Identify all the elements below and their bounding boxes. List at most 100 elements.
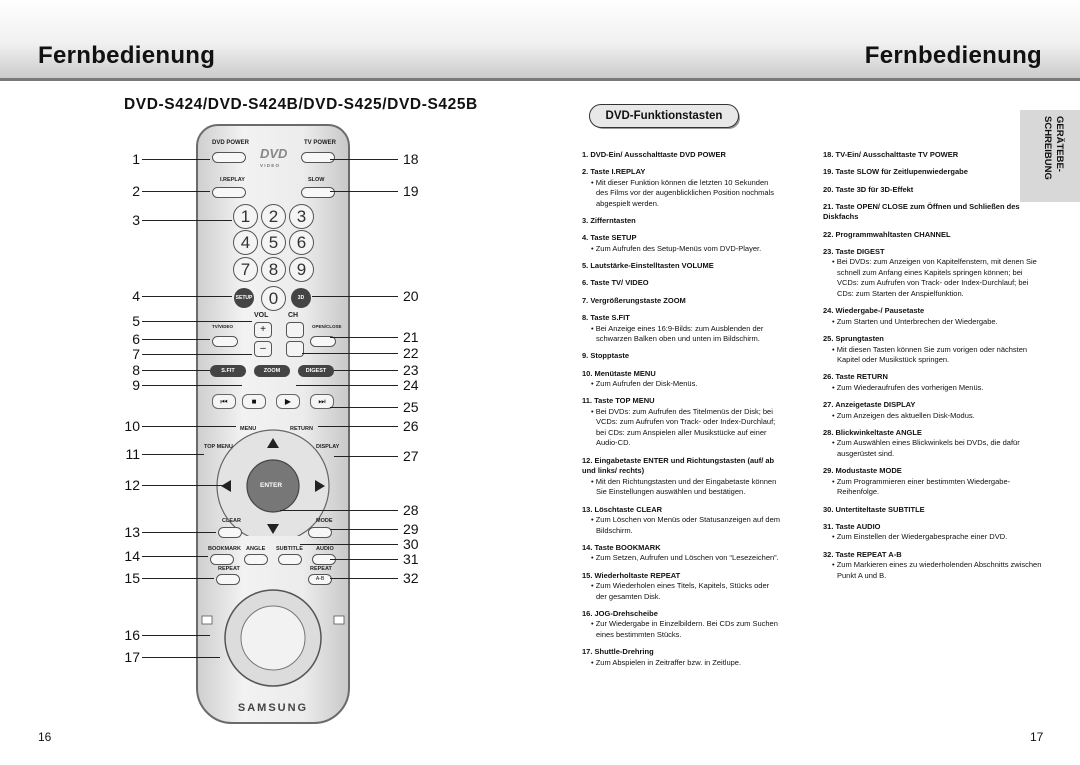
section-title: DVD-Funktionstasten bbox=[589, 104, 739, 128]
callout-line bbox=[330, 559, 398, 560]
callout-2: 2 bbox=[132, 183, 140, 199]
callout-line bbox=[142, 354, 252, 355]
function-description: • Zum Starten und Unterbrechen der Wiede… bbox=[832, 316, 998, 326]
callout-line bbox=[142, 321, 252, 322]
function-description: • Bei DVDs: zum Anzeigen von Kapitelfens… bbox=[832, 257, 1037, 298]
callout-line bbox=[142, 385, 242, 386]
remote-control-illustration: DVD POWER TV POWER DVD V I D E O I.REPLA… bbox=[196, 124, 350, 724]
callout-line bbox=[280, 510, 398, 511]
stop-button: ■ bbox=[242, 394, 266, 409]
function-description: • Zum Wiederholen eines Titels, Kapitels… bbox=[591, 581, 770, 601]
callout-6: 6 bbox=[132, 331, 140, 347]
function-item: 9. Stopptaste bbox=[582, 351, 782, 362]
callout-line bbox=[330, 337, 398, 338]
function-heading: 4. Taste SETUP bbox=[582, 233, 637, 243]
mode-label: MODE bbox=[316, 518, 333, 524]
digit-0-button: 0 bbox=[261, 286, 286, 311]
function-description: • Mit den Richtungstasten und der Eingab… bbox=[591, 476, 777, 497]
function-heading: 8. Taste S.FIT bbox=[582, 313, 630, 323]
function-item: 8. Taste S.FIT• Bei Anzeige eines 16:9-B… bbox=[582, 313, 782, 345]
callout-26: 26 bbox=[403, 418, 419, 434]
callout-17: 17 bbox=[124, 649, 140, 665]
zoom-button: ZOOM bbox=[254, 365, 290, 377]
subtitle-button bbox=[278, 554, 302, 565]
callout-line bbox=[142, 191, 210, 192]
callout-line bbox=[142, 657, 220, 658]
function-heading: 29. Modustaste MODE bbox=[823, 466, 902, 476]
audio-label: AUDIO bbox=[316, 546, 334, 552]
callout-5: 5 bbox=[132, 313, 140, 329]
function-heading: 26. Taste RETURN bbox=[823, 372, 888, 382]
function-item: 27. Anzeigetaste DISPLAY• Zum Anzeigen d… bbox=[823, 400, 1045, 421]
function-description: • Mit dieser Funktion können die letzten… bbox=[591, 177, 775, 208]
callout-31: 31 bbox=[403, 551, 419, 567]
callout-line bbox=[334, 456, 398, 457]
digit-3-button: 3 bbox=[289, 204, 314, 229]
function-item: 1. DVD-Ein/ Ausschalttaste DVD POWER bbox=[582, 150, 782, 161]
bookmark-button bbox=[210, 554, 234, 565]
angle-button bbox=[244, 554, 268, 565]
right-page-number: 17 bbox=[1030, 730, 1044, 744]
repeat-ab-button: A-B bbox=[308, 574, 332, 585]
function-item: 3. Zifferntasten bbox=[582, 216, 782, 227]
callout-9: 9 bbox=[132, 377, 140, 393]
function-description: • Zum Setzen, Aufrufen und Löschen von “… bbox=[591, 553, 779, 563]
callout-line bbox=[142, 370, 210, 371]
digit-7-button: 7 bbox=[233, 257, 258, 282]
function-description: • Zum Auswählen eines Blickwinkels bei D… bbox=[832, 438, 1020, 458]
tv-video-label: TV/VIDEO bbox=[212, 324, 234, 329]
subtitle-label: SUBTITLE bbox=[276, 546, 303, 552]
callout-line bbox=[318, 426, 398, 427]
left-page-title: Fernbedienung bbox=[38, 42, 216, 69]
return-label: RETURN bbox=[290, 426, 313, 432]
callout-line bbox=[312, 296, 398, 297]
callout-line bbox=[142, 635, 210, 636]
side-tab-line1: GERÄTEBE- bbox=[1054, 116, 1065, 172]
function-item: 12. Eingabetaste ENTER und Richtungstast… bbox=[582, 456, 782, 498]
callout-18: 18 bbox=[403, 151, 419, 167]
function-heading: 25. Sprungtasten bbox=[823, 334, 884, 344]
function-item: 16. JOG-Drehscheibe• Zur Wiedergabe in E… bbox=[582, 609, 782, 641]
menu-label: MENU bbox=[240, 426, 257, 432]
function-item: 2. Taste I.REPLAY• Mit dieser Funktion k… bbox=[582, 167, 782, 209]
digit-4-button: 4 bbox=[233, 230, 258, 255]
callout-16: 16 bbox=[124, 627, 140, 643]
function-heading: 7. Vergrößerungstaste ZOOM bbox=[582, 295, 686, 305]
digit-2-button: 2 bbox=[261, 204, 286, 229]
channel-up-button bbox=[286, 322, 304, 338]
tv-power-button bbox=[301, 152, 335, 163]
callout-line bbox=[142, 159, 210, 160]
repeat-label: REPEAT bbox=[218, 566, 240, 572]
clear-label: CLEAR bbox=[222, 518, 241, 524]
dvd-power-button bbox=[212, 152, 246, 163]
function-item: 7. Vergrößerungstaste ZOOM bbox=[582, 296, 782, 307]
callout-line bbox=[142, 220, 232, 221]
function-item: 29. Modustaste MODE• Zum Programmieren e… bbox=[823, 466, 1045, 498]
digit-6-button: 6 bbox=[289, 230, 314, 255]
function-item: 26. Taste RETURN• Zum Wiederaufrufen des… bbox=[823, 372, 1045, 393]
callout-line bbox=[302, 353, 398, 354]
function-heading: 17. Shuttle-Drehring bbox=[582, 647, 654, 657]
header-rule bbox=[0, 78, 1080, 81]
open-close-button bbox=[310, 336, 336, 347]
callout-7: 7 bbox=[132, 346, 140, 362]
function-description: • Bei DVDs: zum Aufrufen des Titelmenüs … bbox=[591, 406, 776, 448]
callout-line bbox=[142, 485, 226, 486]
side-tab-line2: SCHREIBUNG bbox=[1042, 116, 1053, 180]
callout-30: 30 bbox=[403, 536, 419, 552]
function-heading: 23. Taste DIGEST bbox=[823, 246, 885, 256]
function-heading: 16. JOG-Drehscheibe bbox=[582, 608, 658, 618]
function-heading: 22. Programmwahltasten CHANNEL bbox=[823, 229, 951, 239]
function-item: 23. Taste DIGEST• Bei DVDs: zum Anzeigen… bbox=[823, 247, 1045, 300]
function-item: 6. Taste TV/ VIDEO bbox=[582, 278, 782, 289]
dvd-power-label: DVD POWER bbox=[212, 140, 250, 146]
display-label: DISPLAY bbox=[316, 444, 340, 450]
function-heading: 1. DVD-Ein/ Ausschalttaste DVD POWER bbox=[582, 150, 726, 159]
function-heading: 28. Blickwinkeltaste ANGLE bbox=[823, 427, 922, 437]
function-description: • Mit diesen Tasten können Sie zum vorig… bbox=[832, 344, 1028, 365]
function-heading: 6. Taste TV/ VIDEO bbox=[582, 278, 649, 288]
callout-13: 13 bbox=[124, 524, 140, 540]
jog-shuttle-dial bbox=[201, 589, 345, 687]
function-item: 25. Sprungtasten• Mit diesen Tasten könn… bbox=[823, 334, 1045, 366]
